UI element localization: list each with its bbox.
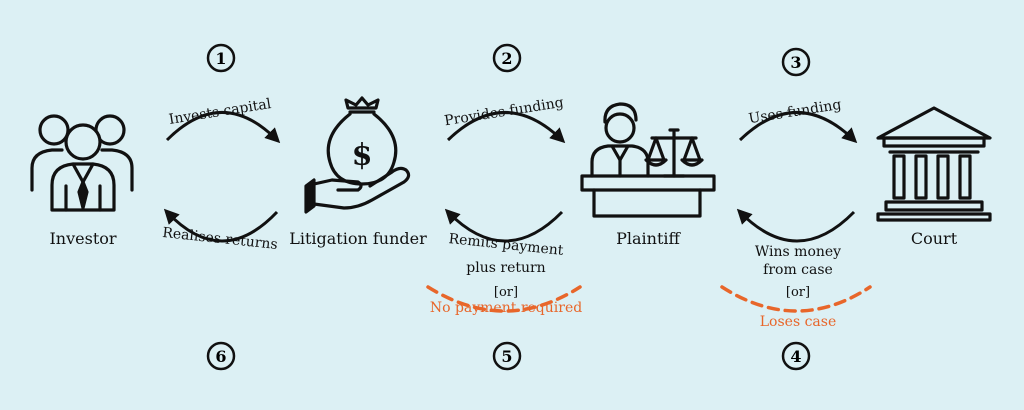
step-badge-2: 2 [492,43,522,73]
node-label-litigation-funder: Litigation funder [289,229,427,248]
arrow-wins [736,208,856,243]
label-uses-funding: Uses funding [748,97,843,127]
arrow-realises [163,208,279,243]
node-label-plaintiff: Plaintiff [616,229,681,248]
arrow-provides [446,111,566,144]
node-label-investor: Investor [49,229,116,248]
step-number: 4 [790,347,801,366]
dashed-arc-loses [720,285,872,313]
step-badge-3: 3 [781,47,811,77]
label-or-left: [or] [494,285,518,300]
label-plus-return: plus return [466,260,545,276]
dashed-arc-no-payment [426,285,582,313]
step-number: 3 [790,53,801,72]
arrow-invests [165,111,281,144]
step-number: 2 [501,49,512,68]
dollar-sign-icon: $ [352,138,373,173]
step-number: 1 [215,49,226,68]
step-badge-4: 4 [781,341,811,371]
label-remits-payment: Remits payment [448,231,565,259]
person-desk-scales-icon [580,102,716,218]
arrow-uses [738,111,858,144]
node-label-court: Court [911,229,958,248]
arrow-remits [444,208,564,243]
step-badge-6: 6 [206,341,236,371]
label-no-payment-required: No payment required [430,300,582,316]
step-badge-1: 1 [206,43,236,73]
label-from-case: from case [763,262,833,278]
step-badge-5: 5 [492,341,522,371]
people-group-icon [30,114,134,212]
step-number: 5 [501,347,512,366]
label-or-right: [or] [786,285,810,300]
label-loses-case: Loses case [760,314,837,330]
courthouse-icon [876,106,992,222]
step-number: 6 [215,347,226,366]
label-wins-money: Wins money [755,244,841,260]
label-provides-funding: Provides funding [443,95,565,130]
label-realises-returns: Realises returns [162,225,279,253]
money-bag-hand-icon [304,96,411,214]
